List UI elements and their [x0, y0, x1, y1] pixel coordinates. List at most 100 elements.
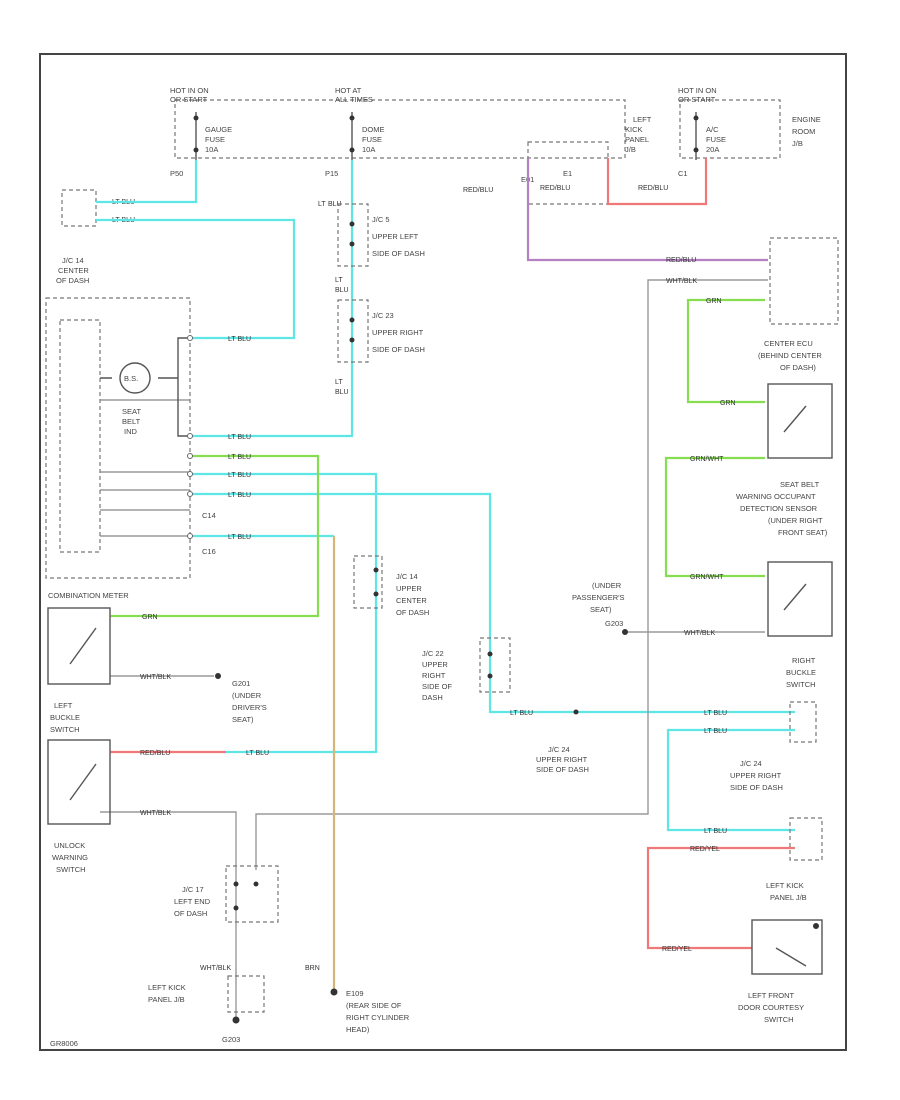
grn-label-meter: GRN [142, 614, 158, 621]
jc24a-label2: UPPER RIGHT [536, 755, 588, 764]
door-label2: DOOR COURTESY [738, 1003, 804, 1012]
p15-label: P15 [325, 169, 338, 178]
left-buckle-label1: LEFT [54, 701, 73, 710]
ac-fuse-node-top [693, 115, 699, 121]
right-buckle-label1: RIGHT [792, 656, 816, 665]
lkp2-label1: LEFT KICK [766, 881, 804, 890]
g-driver-label1: (UNDER [232, 691, 262, 700]
wire-red-ac [606, 158, 708, 206]
wire-right-buckle-kick [666, 728, 795, 832]
left-buckle-label3: SWITCH [50, 725, 80, 734]
gauge-fuse-name: GAUGE [205, 125, 232, 134]
gauge-fuse-node-bottom [193, 147, 199, 153]
lt-blu-label-3: LT BLU [228, 336, 251, 343]
unlock-label3: SWITCH [56, 865, 86, 874]
brn-label: BRN [305, 965, 320, 972]
pin-meter-5 [187, 491, 193, 497]
e109-label4: HEAD) [346, 1025, 370, 1034]
jc22-label3: RIGHT [422, 671, 446, 680]
occupant-label5: FRONT SEAT) [778, 528, 828, 537]
jc24b-label1: J/C 24 [740, 759, 762, 768]
ac-fuse: HOT IN ON OR START A/C FUSE 20A [678, 86, 726, 160]
g201-label: G201 [232, 679, 250, 688]
red-blu-label-ecu: RED/BLU [666, 257, 696, 264]
dome-fuse-node-top [349, 115, 355, 121]
left-buckle-label2: BUCKLE [50, 713, 80, 722]
occupant-label2: WARNING OCCUPANT [736, 492, 816, 501]
grn-wht-label-1: GRN/WHT [690, 456, 724, 463]
pin-meter-6 [187, 533, 193, 539]
lkp-jb-line1: LEFT [633, 115, 652, 124]
occupant-label4: (UNDER RIGHT [768, 516, 823, 525]
seat-belt-ind-label1: SEAT [122, 407, 141, 416]
p50-label: P50 [170, 169, 183, 178]
er-jb-line1: ENGINE [792, 115, 821, 124]
dome-fuse-hot-label2: ALL TIMES [335, 95, 373, 104]
lt-blu-label-5: LT BLU [228, 454, 251, 461]
wht-blk-label-4: WHT/BLK [200, 965, 231, 972]
jc5-label3: SIDE OF DASH [372, 249, 425, 258]
occupant-sensor-box-2 [767, 561, 833, 637]
ac-fuse-word: FUSE [706, 135, 726, 144]
wire-red-door [646, 846, 795, 950]
lt-blu-label-7: LT BLU [228, 492, 251, 499]
wire-meter-right-buckle [190, 492, 795, 714]
jc24-node [573, 709, 579, 715]
jc14-upper-label1: J/C 14 [396, 572, 418, 581]
door-label1: LEFT FRONT [748, 991, 795, 1000]
jc23a-label2: UPPER RIGHT [372, 328, 424, 337]
jc17-node3 [253, 881, 259, 887]
red-blu-label-1: RED/BLU [463, 187, 493, 194]
lt-label-b: LT [335, 277, 343, 284]
lkp3-label2: PANEL J/B [148, 995, 185, 1004]
ac-fuse-hot-label: HOT IN ON [678, 86, 717, 95]
lkp-jb-line3: PANEL [625, 135, 649, 144]
jc5-node1 [349, 221, 355, 227]
jc22-node1 [487, 651, 493, 657]
dome-fuse-word: FUSE [362, 135, 382, 144]
red-blu-label-3: RED/BLU [638, 185, 668, 192]
grn-label-ecu: GRN [706, 298, 722, 305]
left-kick-panel-jb-top: LEFT KICK PANEL J/B [625, 115, 652, 154]
lkp3-label1: LEFT KICK [148, 983, 186, 992]
lkp-jb-line2: KICK [625, 125, 643, 134]
wire-purple-ecu [526, 158, 768, 262]
jc5-label2: UPPER LEFT [372, 232, 419, 241]
seat-belt-ind-label2: BELT [122, 417, 141, 426]
jc5-node2 [349, 241, 355, 247]
g203-label: G203 [605, 619, 623, 628]
unlock-warning-contact [69, 763, 97, 801]
p50-connector [61, 189, 97, 227]
door-courtesy-switch [775, 947, 807, 967]
lkp-jb3-box [227, 975, 265, 1013]
gauge-fuse-word: FUSE [205, 135, 225, 144]
jc5-box [337, 203, 369, 267]
dome-fuse: HOT AT ALL TIMES DOME FUSE 10A [335, 86, 385, 160]
jc22-label5: DASH [422, 693, 443, 702]
e109-label3: RIGHT CYLINDER [346, 1013, 410, 1022]
jc14-upper-node1 [373, 567, 379, 573]
c14-label: C14 [202, 511, 216, 520]
jc5-label1: J/C 5 [372, 215, 390, 224]
jc23a-node2 [349, 337, 355, 343]
blu-label-b: BLU [335, 287, 349, 294]
lt-blu-label-8: LT BLU [228, 534, 251, 541]
dome-fuse-amps: 10A [362, 145, 375, 154]
lamp-symbol-text: B.S. [124, 374, 138, 383]
wire-ecu-grn [686, 298, 765, 404]
jc23a-box [337, 299, 369, 363]
jc24a-label3: SIDE OF DASH [536, 765, 589, 774]
wire-meter-grn [110, 454, 320, 618]
wht-blk-label-3: WHT/BLK [684, 630, 715, 637]
wire-gauge-p50 [96, 160, 198, 204]
jc22-label2: UPPER [422, 660, 448, 669]
right-buckle-label3: SWITCH [786, 680, 816, 689]
unlock-label2: WARNING [52, 853, 88, 862]
jc14-center-label3: OF DASH [56, 276, 89, 285]
jc17-node2 [233, 905, 239, 911]
door-courtesy-box [751, 919, 823, 975]
wire-dome-meter [190, 160, 354, 438]
left-buckle-switch-contact [69, 627, 97, 665]
g203-bottom-label: G203 [222, 1035, 240, 1044]
